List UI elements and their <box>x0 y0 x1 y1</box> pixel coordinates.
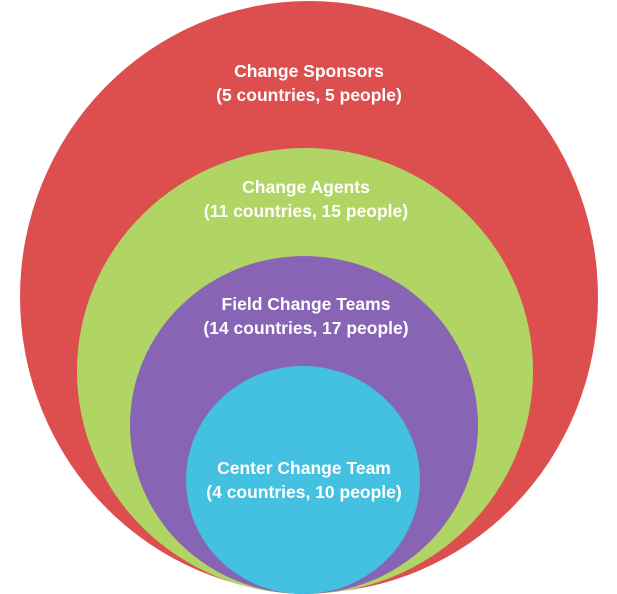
change-agents-label: Change Agents (11 countries, 15 people) <box>106 175 506 223</box>
change-agents-detail: (11 countries, 15 people) <box>203 201 409 221</box>
center-change-team-label: Center Change Team (4 countries, 10 peop… <box>104 456 504 504</box>
field-change-teams-title: Field Change Teams <box>221 294 391 314</box>
change-sponsors-detail: (5 countries, 5 people) <box>216 85 402 105</box>
change-sponsors-title: Change Sponsors <box>234 61 384 81</box>
center-change-team-circle <box>186 366 420 594</box>
field-change-teams-label: Field Change Teams (14 countries, 17 peo… <box>106 292 506 340</box>
change-agents-title: Change Agents <box>242 177 370 197</box>
center-change-team-detail: (4 countries, 10 people) <box>206 482 402 502</box>
field-change-teams-detail: (14 countries, 17 people) <box>203 318 409 338</box>
change-sponsors-label: Change Sponsors (5 countries, 5 people) <box>109 59 509 107</box>
center-change-team-title: Center Change Team <box>217 458 391 478</box>
